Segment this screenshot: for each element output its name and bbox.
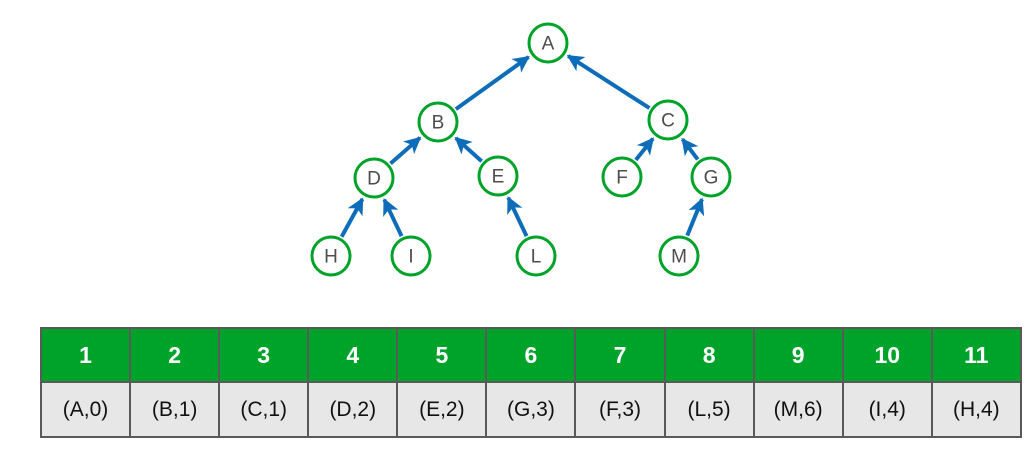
tree-edge-d-to-b xyxy=(389,136,422,166)
tree-node-circle-l xyxy=(515,235,557,277)
tree-node-d[interactable]: D xyxy=(353,157,395,199)
tree-node-a[interactable]: A xyxy=(527,22,569,64)
tree-node-label-g: G xyxy=(704,168,719,189)
tree-node-circle-c xyxy=(647,99,689,141)
tree-node-circle-e xyxy=(477,155,519,197)
table-header-cell-4: 4 xyxy=(307,327,399,383)
tree-node-circle-f xyxy=(601,156,643,198)
tree-node-c[interactable]: C xyxy=(647,99,689,141)
table-header-cell-9: 9 xyxy=(752,327,844,383)
table-header-cell-6: 6 xyxy=(485,327,577,383)
tree-node-label-a: A xyxy=(542,34,555,55)
tree-edge-i-to-d xyxy=(382,198,404,237)
table-header-cell-11: 11 xyxy=(930,327,1022,383)
tree-node-label-m: M xyxy=(671,247,687,268)
table-cell-9: (M,6) xyxy=(752,381,844,438)
tree-node-circle-h xyxy=(310,235,352,277)
tree-node-label-d: D xyxy=(367,169,381,190)
tree-node-label-b: B xyxy=(432,113,445,134)
tree-edge-e-to-b xyxy=(454,136,483,163)
tree-node-circle-b xyxy=(417,101,459,143)
tree-edge-c-to-a xyxy=(566,54,651,110)
table-header-cell-5: 5 xyxy=(396,327,488,383)
table-cell-7: (F,3) xyxy=(574,381,666,438)
tree-edge-h-to-d xyxy=(339,197,365,238)
tree-edge-g-to-c xyxy=(680,137,700,161)
table-header-cell-8: 8 xyxy=(663,327,755,383)
tree-node-l[interactable]: L xyxy=(515,235,557,277)
table-cell-3: (C,1) xyxy=(218,381,310,438)
tree-node-circle-g xyxy=(690,156,732,198)
tree-node-h[interactable]: H xyxy=(310,235,352,277)
table-header-cell-10: 10 xyxy=(841,327,933,383)
tree-node-label-h: H xyxy=(324,247,338,268)
tree-edge-m-to-g xyxy=(685,197,705,237)
table-header-cell-7: 7 xyxy=(574,327,666,383)
tree-node-m[interactable]: M xyxy=(658,235,700,277)
table-cell-2: (B,1) xyxy=(129,381,221,438)
tree-node-label-e: E xyxy=(492,167,505,188)
tree-node-f[interactable]: F xyxy=(601,156,643,198)
table-cell-5: (E,2) xyxy=(396,381,488,438)
tree-node-circle-d xyxy=(353,157,395,199)
tree-svg: A B C D E F G H I L M xyxy=(310,22,732,277)
table-header-cell-3: 3 xyxy=(218,327,310,383)
table-header-cell-2: 2 xyxy=(129,327,221,383)
tree-node-g[interactable]: G xyxy=(690,156,732,198)
tree-node-label-l: L xyxy=(531,247,542,268)
tree-node-circle-m xyxy=(658,235,700,277)
table-cell-6: (G,3) xyxy=(485,381,577,438)
table-cell-1: (A,0) xyxy=(39,381,132,438)
tree-node-label-i: I xyxy=(408,247,413,268)
sequence-table-body: (A,0)(B,1)(C,1)(D,2)(E,2)(G,3)(F,3)(L,5)… xyxy=(39,381,1022,438)
tree-node-layer: A B C D E F G H I L M xyxy=(310,22,732,277)
table-header-cell-1: 1 xyxy=(39,327,132,383)
tree-edge-l-to-e xyxy=(506,196,529,237)
table-cell-4: (D,2) xyxy=(307,381,399,438)
table-cell-11: (H,4) xyxy=(930,381,1022,438)
tree-node-i[interactable]: I xyxy=(390,235,432,277)
table-row: (A,0)(B,1)(C,1)(D,2)(E,2)(G,3)(F,3)(L,5)… xyxy=(39,381,1022,438)
tree-edge-layer xyxy=(339,54,705,238)
tree-node-label-c: C xyxy=(661,111,675,132)
tree-diagram: A B C D E F G H I L M xyxy=(310,22,732,277)
tree-node-e[interactable]: E xyxy=(477,155,519,197)
table-cell-8: (L,5) xyxy=(663,381,755,438)
tree-edge-b-to-a xyxy=(454,55,530,111)
tree-edge-f-to-c xyxy=(634,137,655,162)
tree-node-circle-i xyxy=(390,235,432,277)
tree-node-label-f: F xyxy=(616,168,628,189)
table-cell-10: (I,4) xyxy=(841,381,933,438)
tree-node-b[interactable]: B xyxy=(417,101,459,143)
tree-node-circle-a xyxy=(527,22,569,64)
